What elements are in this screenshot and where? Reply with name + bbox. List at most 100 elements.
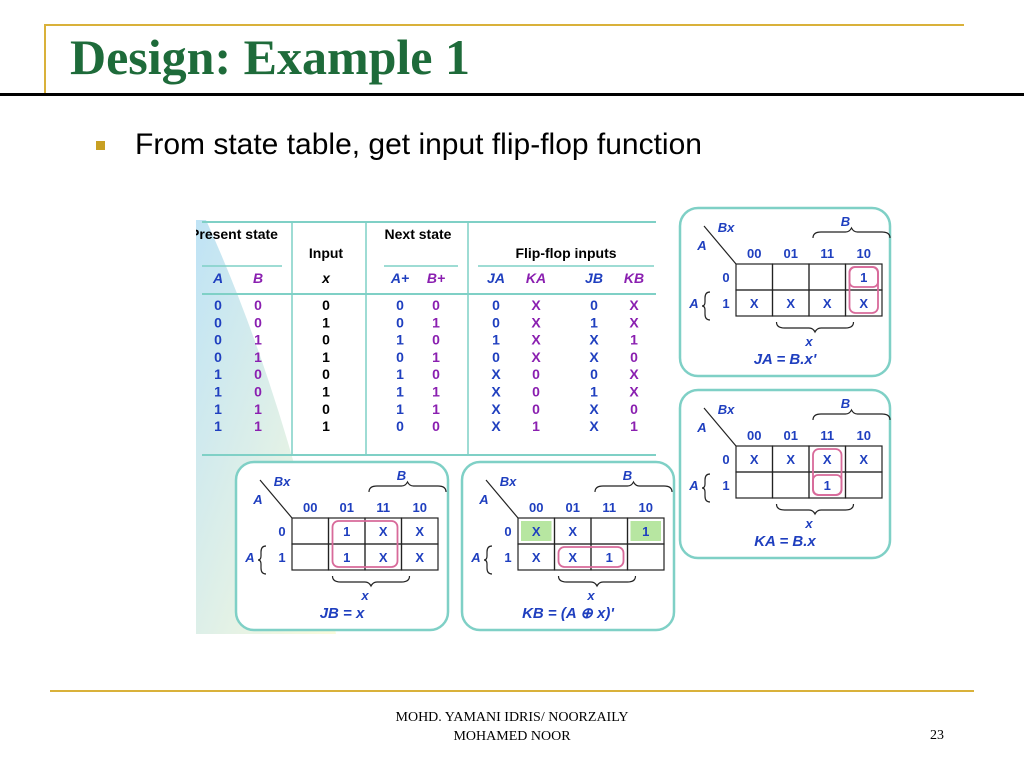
kmap-var-a-row: A [470, 550, 480, 565]
kmap-cell: X [532, 524, 541, 539]
table-cell: X [629, 314, 639, 330]
kmap-var-bx: Bx [274, 474, 291, 489]
title-underline [0, 93, 1024, 96]
kmap-cell: X [568, 524, 577, 539]
table-cell: 1 [214, 418, 222, 434]
table-cell: 0 [396, 297, 404, 313]
kmap-cell: X [415, 550, 424, 565]
table-cell: 0 [630, 401, 638, 417]
col-header: A [212, 270, 223, 286]
kmap-row-header: 0 [278, 524, 285, 539]
group-header-flipflop: Flip-flop inputs [515, 245, 616, 261]
table-cell: 1 [396, 332, 404, 348]
kmap-green-group [630, 521, 661, 541]
table-cell: X [629, 384, 639, 400]
kmap-brace-b [594, 480, 673, 493]
kmap-diagonal [703, 407, 737, 447]
table-cell: 1 [254, 349, 262, 365]
table-cell: 1 [630, 418, 638, 434]
kmap-row-header: 1 [722, 296, 729, 311]
col-header: B [253, 270, 263, 286]
page-number: 23 [930, 728, 944, 743]
kmap-var-x: x [586, 588, 595, 603]
kmap-cell: X [786, 296, 795, 311]
kmap-equation: JB = x [320, 605, 365, 622]
kmap-cell: 1 [606, 550, 613, 565]
table-cell: 1 [214, 401, 222, 417]
kmap-brace-a [701, 291, 711, 321]
kmap-var-a-row: A [244, 550, 254, 565]
table-cell: 0 [590, 366, 598, 382]
table-cell: 0 [630, 349, 638, 365]
kmap-cell: X [823, 452, 832, 467]
table-cell: 1 [492, 332, 500, 348]
kmap-var-b: B [623, 468, 632, 483]
table-cell: 1 [214, 384, 222, 400]
kmap-diagonal [485, 479, 519, 519]
kmap-cell-border [400, 543, 439, 571]
kmap-cell: X [859, 452, 868, 467]
table-cell: X [589, 349, 599, 365]
kmap-col-header: 11 [820, 246, 834, 261]
kmap-cell: X [750, 452, 759, 467]
table-cell: 0 [254, 384, 262, 400]
table-cell: 1 [322, 384, 330, 400]
table-cell: 1 [254, 332, 262, 348]
table-cell: X [531, 349, 541, 365]
kmap-brace-a [701, 473, 711, 503]
table-cell: X [491, 401, 501, 417]
kmap-var-b: B [841, 396, 850, 411]
kmap-cell: X [750, 296, 759, 311]
table-cell: 1 [396, 366, 404, 382]
title-frame-left [44, 24, 46, 94]
kmap-brace-b [812, 226, 891, 239]
kmap-pink-group [557, 546, 625, 568]
slide-title: Design: Example 1 [70, 29, 470, 85]
kmap-pink-group [331, 520, 399, 568]
table-cell: 0 [532, 384, 540, 400]
table-cell: 0 [432, 366, 440, 382]
kmap-var-a: A [252, 492, 262, 507]
kmap-cell: X [859, 296, 868, 311]
kmap-cell: X [379, 524, 388, 539]
kmap-cell-border [844, 471, 883, 499]
table-cell: X [589, 332, 599, 348]
table-cell: 0 [432, 332, 440, 348]
kmap-brace-x [331, 575, 411, 588]
kmap-cell: 1 [824, 478, 831, 493]
table-cell: 1 [432, 314, 440, 330]
table-cell: X [491, 384, 501, 400]
kmap-col-header: 01 [784, 428, 798, 443]
table-rules [202, 222, 656, 456]
bullet-text: From state table, get input flip-flop fu… [135, 128, 702, 161]
table-cell: 0 [322, 297, 330, 313]
kmap-col-header: 10 [857, 428, 871, 443]
kmap-pink-group [812, 474, 843, 496]
table-cell: X [629, 297, 639, 313]
kmap-cell: X [823, 296, 832, 311]
kmap-frame [234, 460, 450, 632]
table-cell: 1 [254, 418, 262, 434]
table-cell: X [531, 332, 541, 348]
table-cell: 1 [630, 332, 638, 348]
kmap-row-header: 1 [278, 550, 285, 565]
kmap-col-header: 00 [303, 500, 317, 515]
table-cell: 1 [322, 418, 330, 434]
table-cell: 1 [322, 349, 330, 365]
kmap-var-a: A [696, 420, 706, 435]
table-cell: 1 [396, 384, 404, 400]
table-cell: 1 [432, 349, 440, 365]
kmap-row-header: 1 [722, 478, 729, 493]
kmap-brace-a [257, 545, 267, 575]
kmap-row-header: 0 [722, 270, 729, 285]
kmap-cell: 1 [642, 524, 649, 539]
kmap-col-header: 00 [529, 500, 543, 515]
kmap-var-b: B [397, 468, 406, 483]
kmap-frame [678, 206, 892, 378]
table-cell: 0 [214, 297, 222, 313]
table-cell: 0 [432, 297, 440, 313]
footer-author-line1: MOHD. YAMANI IDRIS/ NOORZAILY [395, 710, 629, 725]
square-bullet-icon [96, 140, 105, 150]
